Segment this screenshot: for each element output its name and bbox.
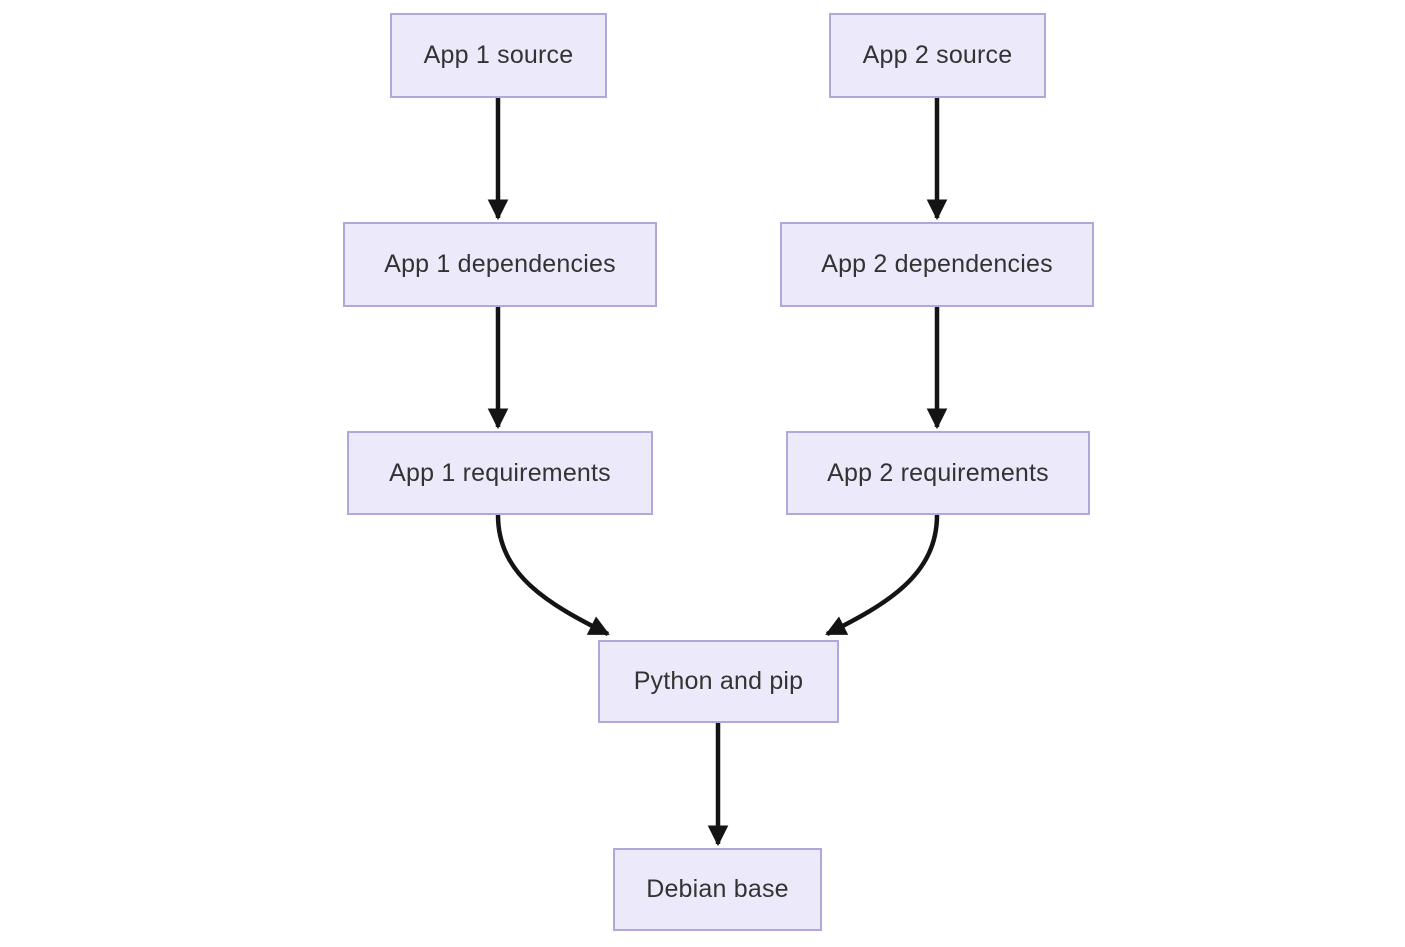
node-app1-requirements: App 1 requirements (347, 431, 653, 515)
node-debian-base-label: Debian base (646, 875, 789, 903)
node-app2-requirements: App 2 requirements (786, 431, 1090, 515)
node-app1-requirements-label: App 1 requirements (389, 458, 611, 487)
node-app1-dependencies-label: App 1 dependencies (384, 250, 616, 278)
node-app2-dependencies: App 2 dependencies (780, 222, 1094, 307)
node-app2-source-label: App 2 source (862, 41, 1013, 69)
node-app1-source-label: App 1 source (423, 41, 574, 69)
node-app1-source: App 1 source (390, 13, 607, 98)
edge-app1-requirements-to-python-and-pip (495, 514, 610, 637)
node-app2-requirements-label: App 2 requirements (827, 458, 1049, 487)
node-app2-dependencies-label: App 2 dependencies (821, 250, 1053, 278)
node-python-and-pip-label: Python and pip (633, 667, 804, 695)
edge-app2-requirements-to-python-and-pip (825, 514, 940, 637)
node-app1-dependencies: App 1 dependencies (343, 222, 657, 307)
node-debian-base: Debian base (613, 848, 822, 931)
node-app2-source: App 2 source (829, 13, 1046, 98)
node-python-and-pip: Python and pip (598, 640, 839, 723)
